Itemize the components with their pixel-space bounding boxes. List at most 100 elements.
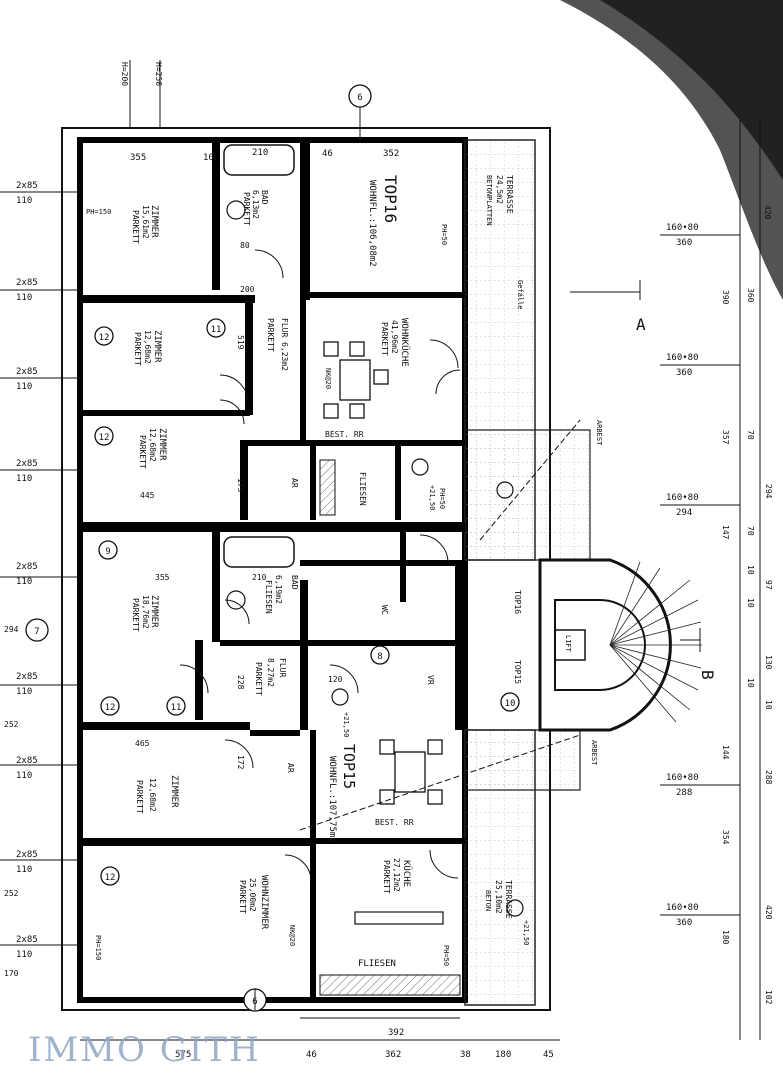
scan-noise [560, 0, 783, 300]
dim-left-13: 110 [16, 771, 32, 781]
nk-2: NK@20 [288, 925, 296, 946]
wc-label: WC [380, 605, 389, 615]
right-dimension-lines [660, 120, 761, 1040]
dim-left-9: 110 [16, 577, 32, 587]
door-swings [179, 249, 461, 882]
dim-left-8: 2x85 [16, 562, 38, 572]
flur2-name: FLUR [278, 658, 287, 677]
zimmer3-floor: PARKETT [138, 435, 147, 469]
ph150-b: PH=150 [94, 935, 102, 960]
fliesen-label-2: FLIESEN [358, 959, 396, 969]
beam-line-2 [479, 419, 581, 541]
stair-treads [609, 561, 702, 723]
bad2-name: BAD [290, 575, 299, 590]
wohnkueche-name: WOHNKÜCHE [399, 318, 410, 367]
wohnzimmer-floor: PARKETT [238, 880, 247, 914]
wohnkueche-area: 41,96m2 [390, 320, 399, 354]
dim-left-12: 2x85 [16, 756, 38, 766]
exterior-wall [77, 137, 468, 1003]
arbest-2: ARBEST [590, 740, 598, 766]
kitchen-unit-2 [319, 459, 336, 516]
dim-inner-0: 445 [140, 491, 155, 500]
dim-top-3: 46 [322, 149, 333, 159]
flur1-floor: PARKETT [266, 318, 275, 352]
section-b-label: B [698, 670, 717, 680]
top16-corner: TOP16 [513, 590, 522, 614]
axis-12-d: 12 [105, 873, 116, 883]
zimmer1-area: 15,61m2 [141, 205, 150, 239]
kueche-floor: PARKETT [382, 860, 391, 894]
dim-left-3: 110 [16, 293, 32, 303]
dim-left-side-5: 170 [4, 969, 19, 978]
interior-walls-top15 [80, 532, 465, 1000]
dim-right-c-14: 144 [721, 745, 730, 760]
washbasin-1 [226, 200, 246, 220]
bad1-name: BAD [260, 190, 269, 205]
dim-right-w-7: 288 [676, 788, 692, 798]
level-2150-a: +21,50 [428, 485, 436, 510]
axis-8: 8 [377, 652, 382, 662]
zimmer5-area: 12,68m2 [148, 778, 157, 812]
dim-right-c-0: 420 [763, 205, 772, 220]
dim-right-w-1: 360 [676, 238, 692, 248]
dim-right-c-2: 390 [721, 290, 730, 305]
bad1-area: 6,13m2 [251, 190, 260, 219]
ph50-b: PH=50 [438, 488, 446, 509]
bottom-dimension-lines [80, 1017, 560, 1041]
watermark-logo: IMMO GITH [28, 1030, 261, 1070]
beam-line-1 [299, 734, 581, 831]
dim-top-2: 210 [252, 148, 268, 158]
ph50-c: PH=50 [442, 945, 450, 966]
terrasse1-area: 24,5m2 [495, 175, 504, 204]
bathtub-1 [223, 144, 295, 176]
dim-right-c-5: 294 [764, 484, 773, 499]
flur2-floor: PARKETT [254, 662, 263, 696]
best-rr-1: BEST. RR [325, 430, 364, 439]
axis-12-b: 12 [99, 433, 110, 443]
dim-bottom-5: 45 [543, 1050, 554, 1060]
dim-right-c-4: 357 [721, 430, 730, 445]
zimmer2-floor: PARKETT [133, 332, 142, 366]
dim-right-c-3: 70 [746, 430, 755, 440]
flur2-area: 8,27m2 [266, 658, 275, 687]
dim-left-2: 2x85 [16, 278, 38, 288]
dim-inner-6: 519 [236, 335, 245, 350]
dim-right-w-6: 160•80 [666, 773, 699, 783]
dim-top-1: 10 [203, 153, 214, 163]
top15-label-group: TOP15 WOHNFL.:107,75m2 [327, 744, 358, 843]
wohnzimmer-area: 25,00m2 [248, 878, 257, 912]
terrace-corner [464, 429, 591, 561]
dim-left-side-3: 252 [4, 720, 19, 729]
dim-right-c-11: 130 [764, 655, 773, 670]
terrasse2-floor: BETON [484, 890, 492, 911]
zimmer4-name: ZIMMER [149, 595, 159, 628]
dim-left-16: 2x85 [16, 935, 38, 945]
dim-left-5: 110 [16, 382, 32, 392]
dim-right-w-3: 360 [676, 368, 692, 378]
level-2150-b: +21,50 [342, 712, 350, 737]
axis-10: 10 [505, 699, 516, 709]
dim-left-side-4: 252 [4, 889, 19, 898]
bad2-area: 6,19m2 [274, 575, 283, 604]
dim-left-side-1: H=250 [154, 62, 163, 86]
dim-inner-5: 200 [240, 285, 255, 294]
dim-inner-9: 228 [236, 675, 245, 690]
ar-label-1: AR [290, 478, 299, 488]
dim-left-0: 2x85 [16, 181, 38, 191]
dim-inner-4: 80 [240, 241, 250, 250]
fliesen-label-1: FLIESEN [358, 472, 367, 506]
section-a-label: A [636, 315, 646, 334]
dim-right-w-0: 160•80 [666, 223, 699, 233]
dim-top-0: 355 [130, 153, 146, 163]
dim-left-14: 2x85 [16, 850, 38, 860]
dim-right-w-8: 160•80 [666, 903, 699, 913]
dim-right-w-4: 160•80 [666, 493, 699, 503]
axis-6-bottom: 6 [252, 997, 257, 1007]
dim-right-c-8: 10 [746, 565, 755, 575]
bathtub-2 [223, 536, 295, 568]
dim-right-c-18: 180 [721, 930, 730, 945]
dim-left-7: 110 [16, 474, 32, 484]
dim-left-10: 2x85 [16, 672, 38, 682]
dim-right-c-12: 10 [746, 678, 755, 688]
dim-inner-8: 120 [328, 675, 343, 684]
